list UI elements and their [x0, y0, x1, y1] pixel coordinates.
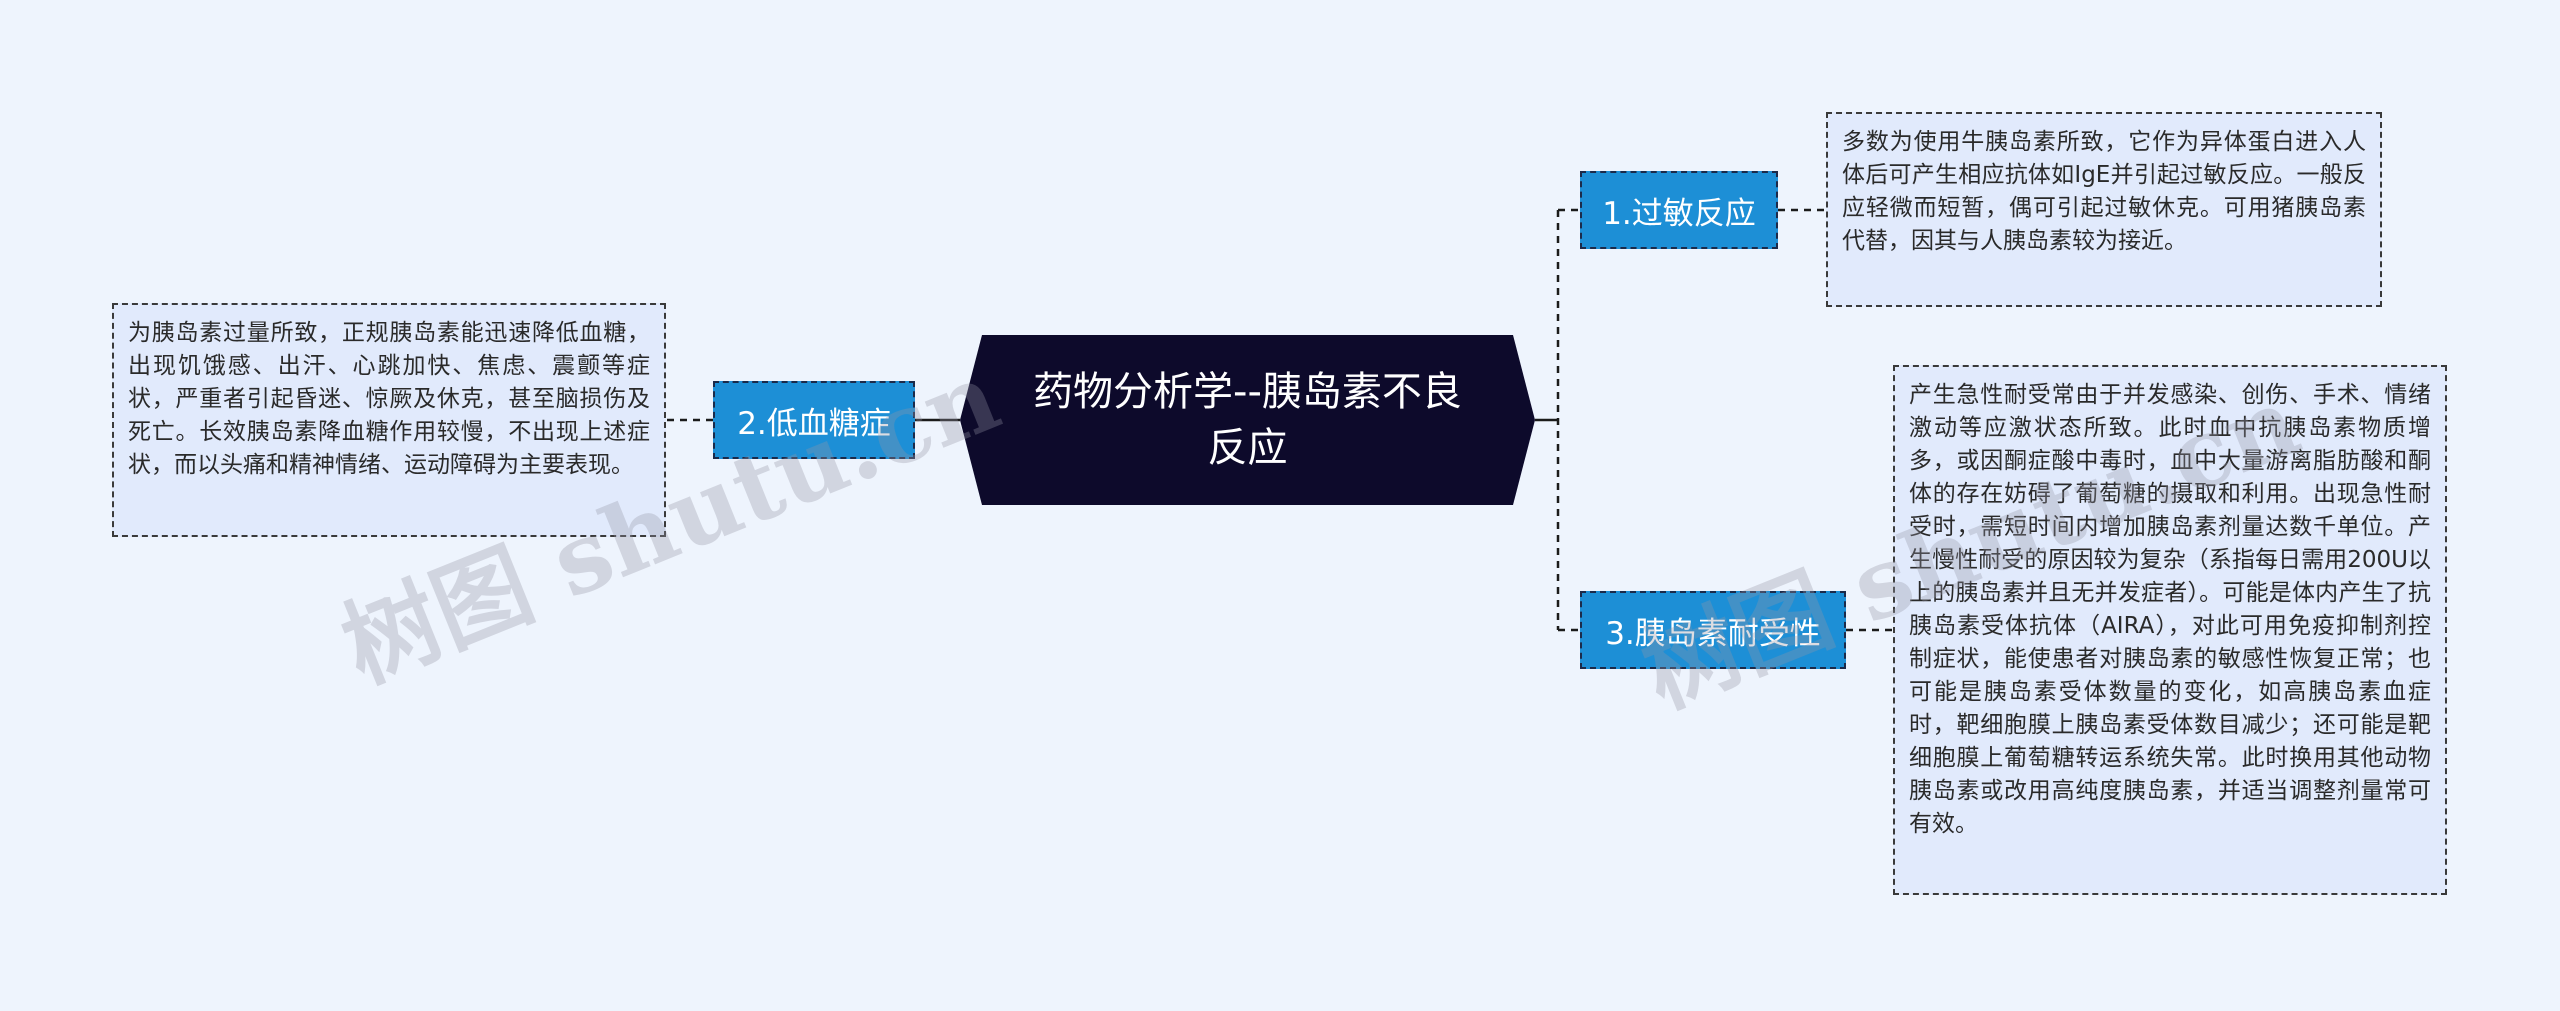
branch-insulin-resistance[interactable]: 3.胰岛素耐受性	[1580, 591, 1846, 669]
leaf-allergic-reaction-text: 多数为使用牛胰岛素所致，它作为异体蛋白进入人体后可产生相应抗体如IgE并引起过敏…	[1842, 129, 2366, 254]
leaf-insulin-resistance-detail[interactable]: 产生急性耐受常由于并发感染、创伤、手术、情绪激动等应激状态所致。此时血中抗胰岛素…	[1893, 365, 2447, 895]
central-topic-title: 药物分析学--胰岛素不良反应	[1033, 369, 1462, 471]
leaf-insulin-resistance-text: 产生急性耐受常由于并发感染、创伤、手术、情绪激动等应激状态所致。此时血中抗胰岛素…	[1909, 382, 2431, 837]
branch-insulin-resistance-label: 3.胰岛素耐受性	[1605, 615, 1821, 652]
leaf-hypoglycemia-text: 为胰岛素过量所致，正规胰岛素能迅速降低血糖，出现饥饿感、出汗、心跳加快、焦虑、震…	[128, 320, 650, 478]
branch-allergic-reaction-label: 1.过敏反应	[1602, 195, 1756, 232]
central-topic[interactable]: 药物分析学--胰岛素不良反应	[960, 335, 1535, 505]
branch-hypoglycemia-label: 2.低血糖症	[737, 405, 891, 442]
branch-allergic-reaction[interactable]: 1.过敏反应	[1580, 171, 1778, 249]
branch-hypoglycemia[interactable]: 2.低血糖症	[713, 381, 915, 459]
leaf-allergic-reaction-detail[interactable]: 多数为使用牛胰岛素所致，它作为异体蛋白进入人体后可产生相应抗体如IgE并引起过敏…	[1826, 112, 2382, 307]
leaf-hypoglycemia-detail[interactable]: 为胰岛素过量所致，正规胰岛素能迅速降低血糖，出现饥饿感、出汗、心跳加快、焦虑、震…	[112, 303, 666, 537]
